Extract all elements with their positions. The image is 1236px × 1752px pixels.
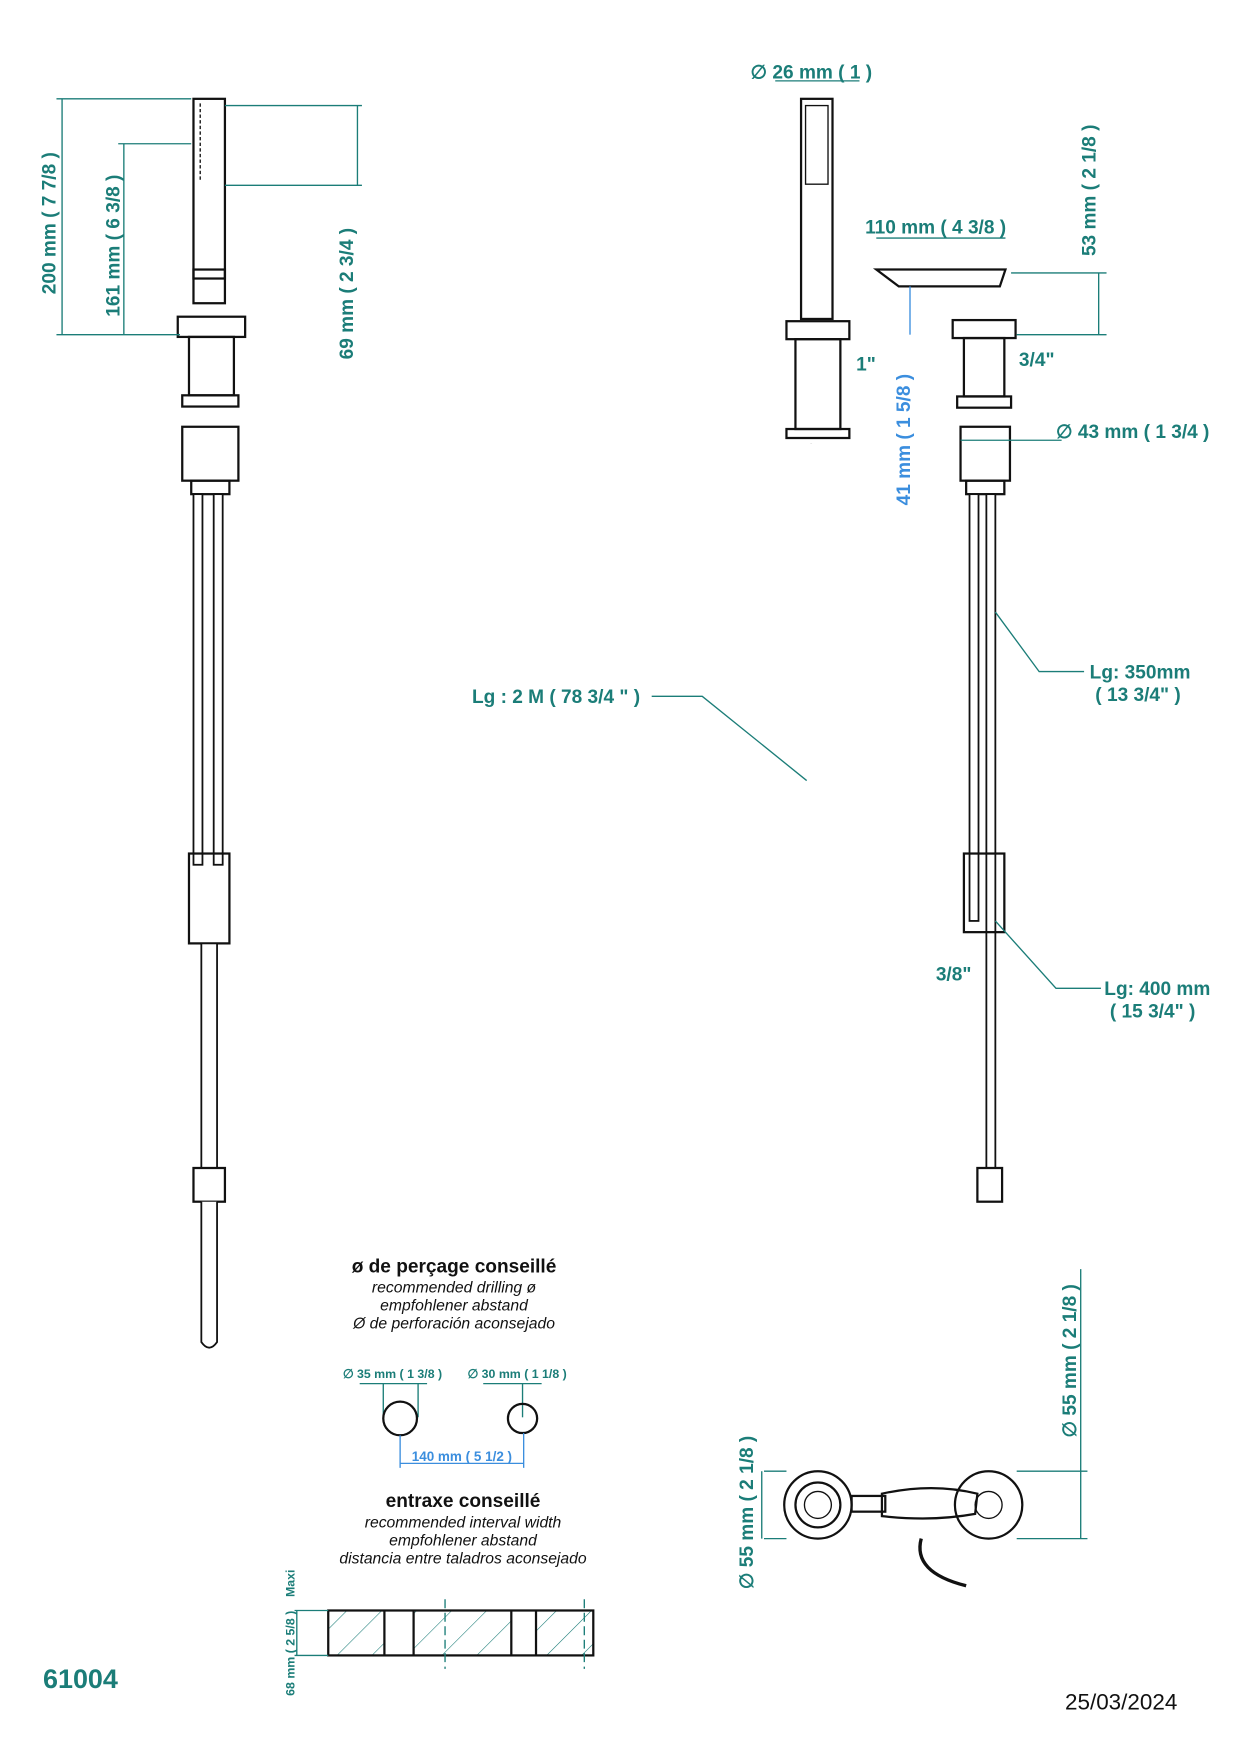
hose-length-350-inch: ( 13 3/4" ): [1095, 685, 1180, 706]
drawing-date: 25/03/2024: [1065, 1689, 1177, 1714]
hose-length-400: Lg: 400 mm: [1104, 979, 1210, 1000]
interval-en: recommended interval width: [365, 1514, 562, 1531]
top-view: ∅ 55 mm ( 2 1/8 ) ∅ 55 mm ( 2 1/8 ): [737, 1269, 1088, 1589]
drilling-es: Ø de perforación aconsejado: [352, 1316, 555, 1333]
thread-1in: 1": [856, 355, 876, 376]
dim-161mm: 161 mm ( 6 3/8 ): [103, 175, 124, 317]
dia-30mm: ∅ 30 mm ( 1 1/8 ): [468, 1367, 567, 1381]
dim-53mm: 53 mm ( 2 1/8 ): [1079, 125, 1100, 256]
dia-55mm-vertical: ∅ 55 mm ( 2 1/8 ): [1060, 1284, 1081, 1437]
thread-3-4in: 3/4": [1019, 350, 1055, 371]
interval-title: entraxe conseillé: [386, 1491, 541, 1512]
dim-68mm: 68 mm ( 2 5/8 ): [284, 1611, 298, 1696]
interval-de: empfohlener abstand: [389, 1532, 538, 1549]
dia-35mm: ∅ 35 mm ( 1 3/8 ): [343, 1367, 442, 1381]
hose-length-350: Lg: 350mm: [1090, 662, 1191, 683]
dim-200mm: 200 mm ( 7 7/8 ): [39, 152, 60, 294]
hose-length-400-inch: ( 15 3/4" ): [1110, 1002, 1195, 1023]
left-side-view: 200 mm ( 7 7/8 ) 161 mm ( 6 3/8 ) 69 mm …: [39, 97, 362, 1349]
dia-55mm-horizontal: ∅ 55 mm ( 2 1/8 ): [737, 1436, 758, 1589]
hose-length-2m: Lg : 2 M ( 78 3/4 " ): [472, 687, 640, 708]
drilling-section: ø de perçage conseillé recommended drill…: [343, 1256, 567, 1468]
interval-section: entraxe conseillé recommended interval w…: [284, 1491, 595, 1696]
drilling-title: ø de perçage conseillé: [352, 1256, 557, 1277]
dia-26mm: ∅ 26 mm ( 1 ): [751, 63, 873, 84]
dia-43mm: ∅ 43 mm ( 1 3/4 ): [1056, 422, 1209, 443]
hole-spacing: 140 mm ( 5 1/2 ): [412, 1449, 512, 1464]
maxi-label: Maxi: [284, 1570, 298, 1597]
thread-3-8in: 3/8": [936, 964, 972, 985]
front-view: ∅ 26 mm ( 1 ) 110 mm ( 4 3/8 ) 53 mm ( 2…: [472, 63, 1210, 1340]
interval-es: distancia entre taladros aconsejado: [339, 1550, 587, 1567]
dim-69mm: 69 mm ( 2 3/4 ): [337, 228, 358, 360]
drilling-de: empfohlener abstand: [380, 1298, 529, 1315]
dim-41mm: 41 mm ( 1 5/8 ): [894, 374, 915, 506]
dim-110mm: 110 mm ( 4 3/8 ): [865, 218, 1006, 239]
reference-number: 61004: [43, 1664, 118, 1694]
drilling-en: recommended drilling ø: [372, 1280, 537, 1297]
